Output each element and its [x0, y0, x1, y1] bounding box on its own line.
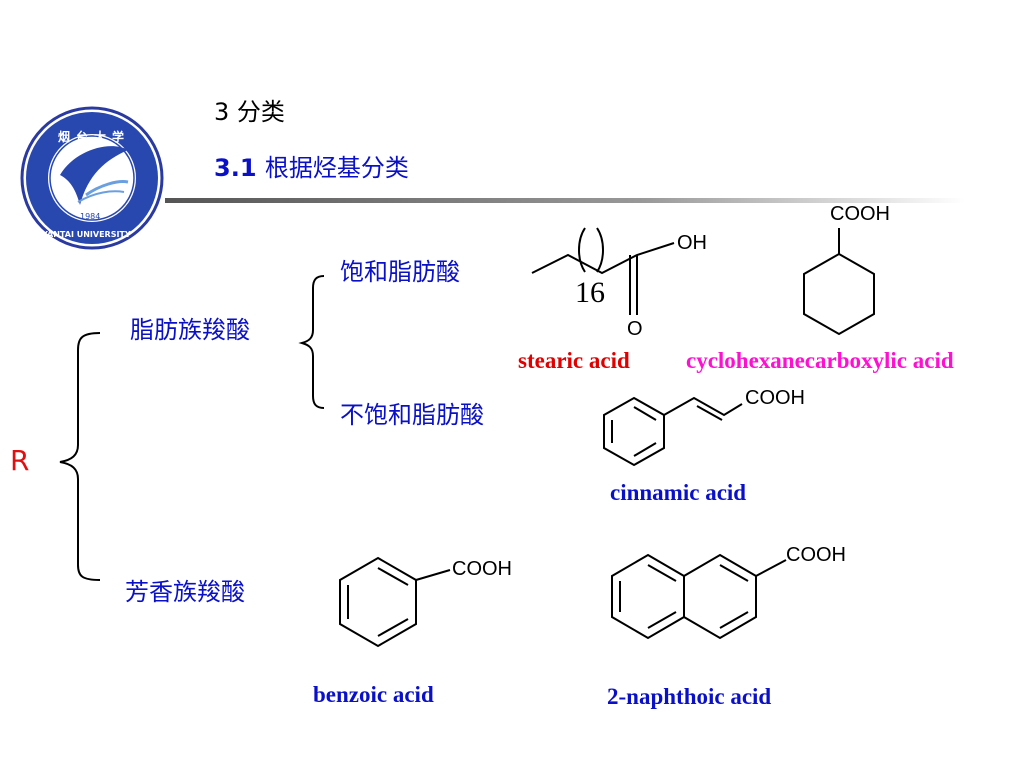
main-brace — [59, 332, 101, 581]
subsection-number: 3.1 — [214, 154, 257, 182]
stearic-acid-structure — [531, 227, 675, 315]
naphthoic-acid-name: 2-naphthoic acid — [607, 684, 772, 709]
benzoic-structure — [339, 556, 451, 648]
subsection-title: 3.1 根据烃基分类 — [214, 148, 409, 183]
stearic-acid-name: stearic acid — [518, 348, 630, 373]
cyclohexane-cooh-label: COOH — [830, 203, 890, 225]
cyclohexane-acid-name: cyclohexanecarboxylic acid — [686, 348, 954, 373]
benzoic-acid-name: benzoic acid — [313, 682, 434, 707]
stearic-repeat-count: 16 — [575, 276, 605, 309]
unsaturated-label: 不饱和脂肪酸 — [340, 401, 484, 429]
stearic-oh-label: OH — [677, 232, 707, 254]
naphthoic-cooh-label: COOH — [786, 544, 846, 566]
aliphatic-brace — [298, 275, 325, 409]
stearic-o-label: O — [627, 318, 643, 340]
subsection-text: 根据烃基分类 — [264, 154, 409, 182]
benzoic-cooh-label: COOH — [452, 558, 512, 580]
cinnamic-structure — [603, 396, 743, 467]
logo-year: 1984 — [80, 212, 101, 221]
aliphatic-label: 脂肪族羧酸 — [130, 316, 250, 344]
root-r-label: R — [10, 444, 30, 477]
naphthoic-structure — [611, 553, 787, 640]
section-title: 3 分类 — [214, 98, 285, 126]
logo-bottom-text: YANTAI UNIVERSITY — [42, 230, 131, 239]
aromatic-label: 芳香族羧酸 — [125, 578, 245, 606]
saturated-label: 饱和脂肪酸 — [340, 258, 460, 286]
cyclohexane-structure — [803, 228, 875, 336]
cinnamic-cooh-label: COOH — [745, 387, 805, 409]
cinnamic-acid-name: cinnamic acid — [610, 480, 747, 505]
logo-top-text: 烟台大学 — [58, 130, 131, 144]
